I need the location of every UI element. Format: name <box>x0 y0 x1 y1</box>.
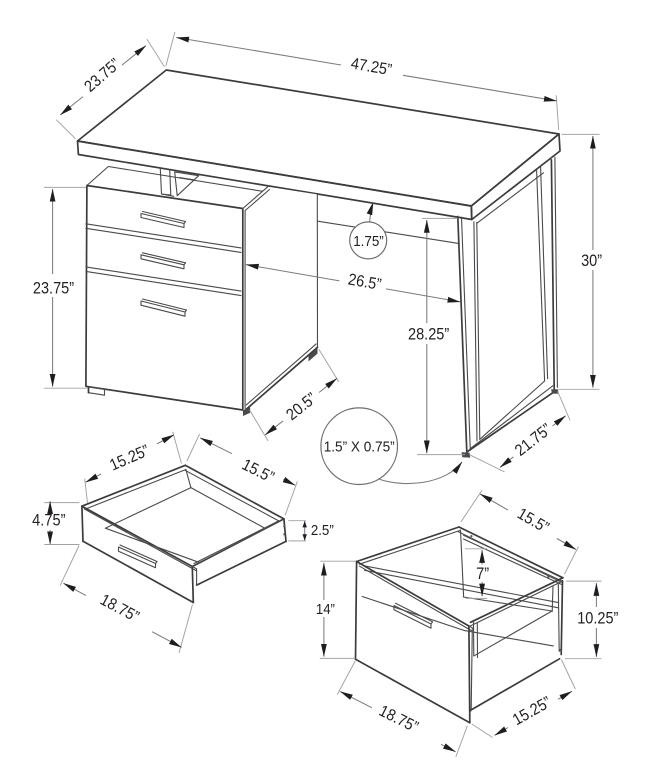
svg-text:15.5”: 15.5” <box>239 456 277 487</box>
svg-text:28.25”: 28.25” <box>408 326 449 344</box>
svg-text:7”: 7” <box>476 565 489 583</box>
svg-text:47.25”: 47.25” <box>350 55 394 80</box>
svg-text:10.25”: 10.25” <box>577 609 618 627</box>
svg-text:18.75”: 18.75” <box>376 702 421 736</box>
svg-text:23.75”: 23.75” <box>33 280 74 298</box>
svg-text:15.25”: 15.25” <box>510 693 555 729</box>
svg-text:15.5”: 15.5” <box>514 505 552 537</box>
svg-text:2.5”: 2.5” <box>311 523 334 539</box>
svg-text:20.5”: 20.5” <box>283 389 320 424</box>
svg-text:30”: 30” <box>581 252 602 270</box>
svg-text:15.25”: 15.25” <box>107 442 152 475</box>
svg-text:18.75”: 18.75” <box>97 591 142 626</box>
svg-text:1.75”: 1.75” <box>353 233 384 250</box>
svg-text:26.5”: 26.5” <box>347 270 383 293</box>
svg-text:14”: 14” <box>316 602 335 618</box>
svg-text:1.5” X 0.75”: 1.5” X 0.75” <box>324 439 395 456</box>
svg-text:4.75”: 4.75” <box>32 512 65 530</box>
svg-text:21.75”: 21.75” <box>512 420 556 460</box>
svg-text:23.75”: 23.75” <box>81 55 124 96</box>
